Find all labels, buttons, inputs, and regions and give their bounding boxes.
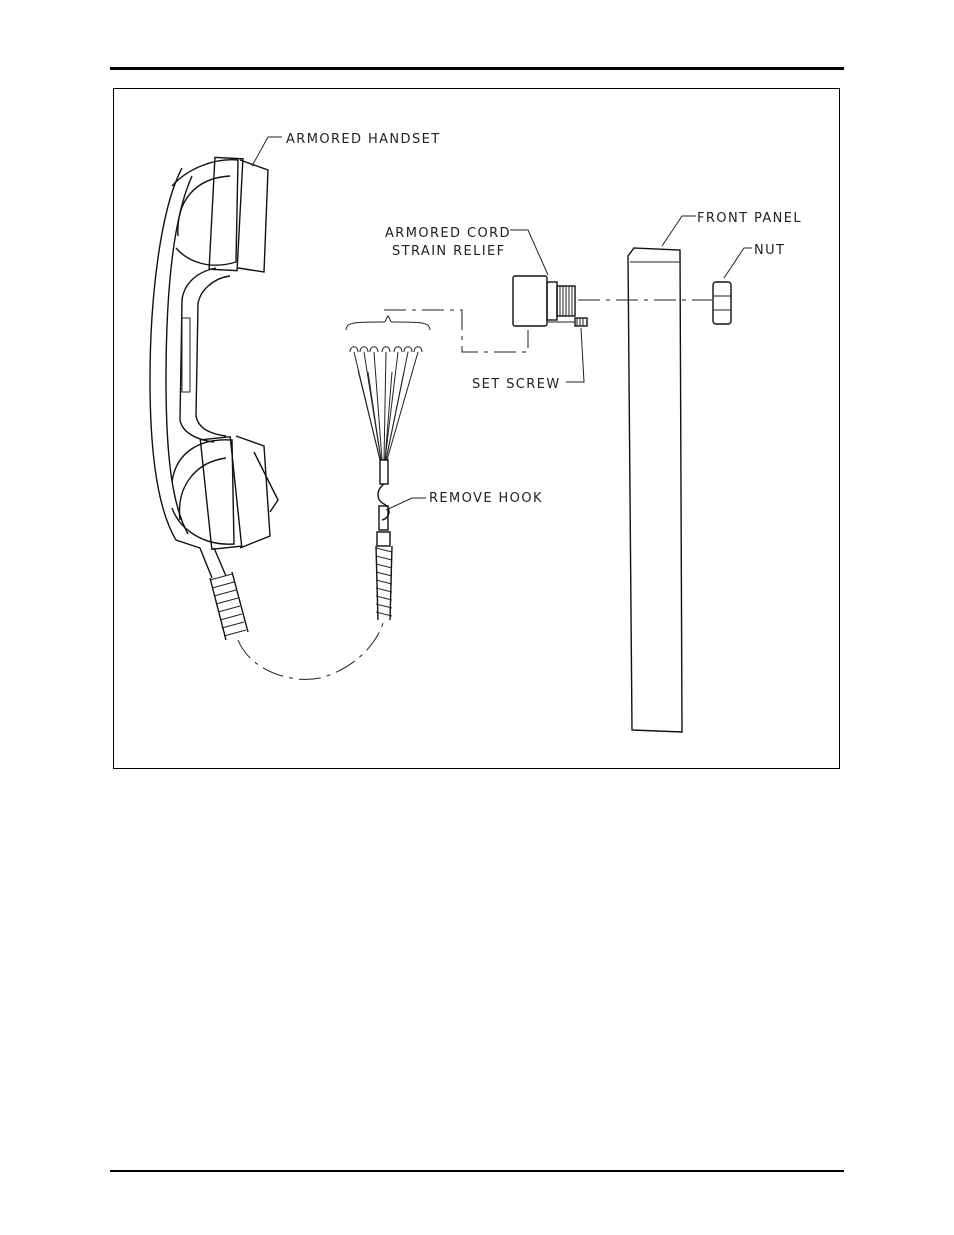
handset-armored-cord (199, 547, 249, 641)
armored-cord-strain-relief (384, 275, 588, 353)
label-strain-relief: STRAIN RELIEF (392, 244, 506, 259)
label-armored-cord: ARMORED CORD (385, 226, 511, 241)
label-armored-handset: ARMORED HANDSET (286, 132, 441, 147)
leader-lines (251, 136, 752, 511)
footer-rule (110, 1170, 844, 1172)
label-nut: NUT (754, 243, 785, 258)
label-front-panel: FRONT PANEL (697, 211, 802, 226)
label-remove-hook: REMOVE HOOK (429, 491, 543, 506)
figure-frame (113, 88, 840, 769)
front-panel (627, 247, 683, 733)
wire-bundle (345, 315, 431, 621)
nut (712, 281, 732, 325)
armored-handset (149, 156, 385, 680)
cord-path-dashed (237, 619, 385, 680)
label-set-screw: SET SCREW (472, 377, 561, 392)
header-rule (110, 67, 844, 70)
